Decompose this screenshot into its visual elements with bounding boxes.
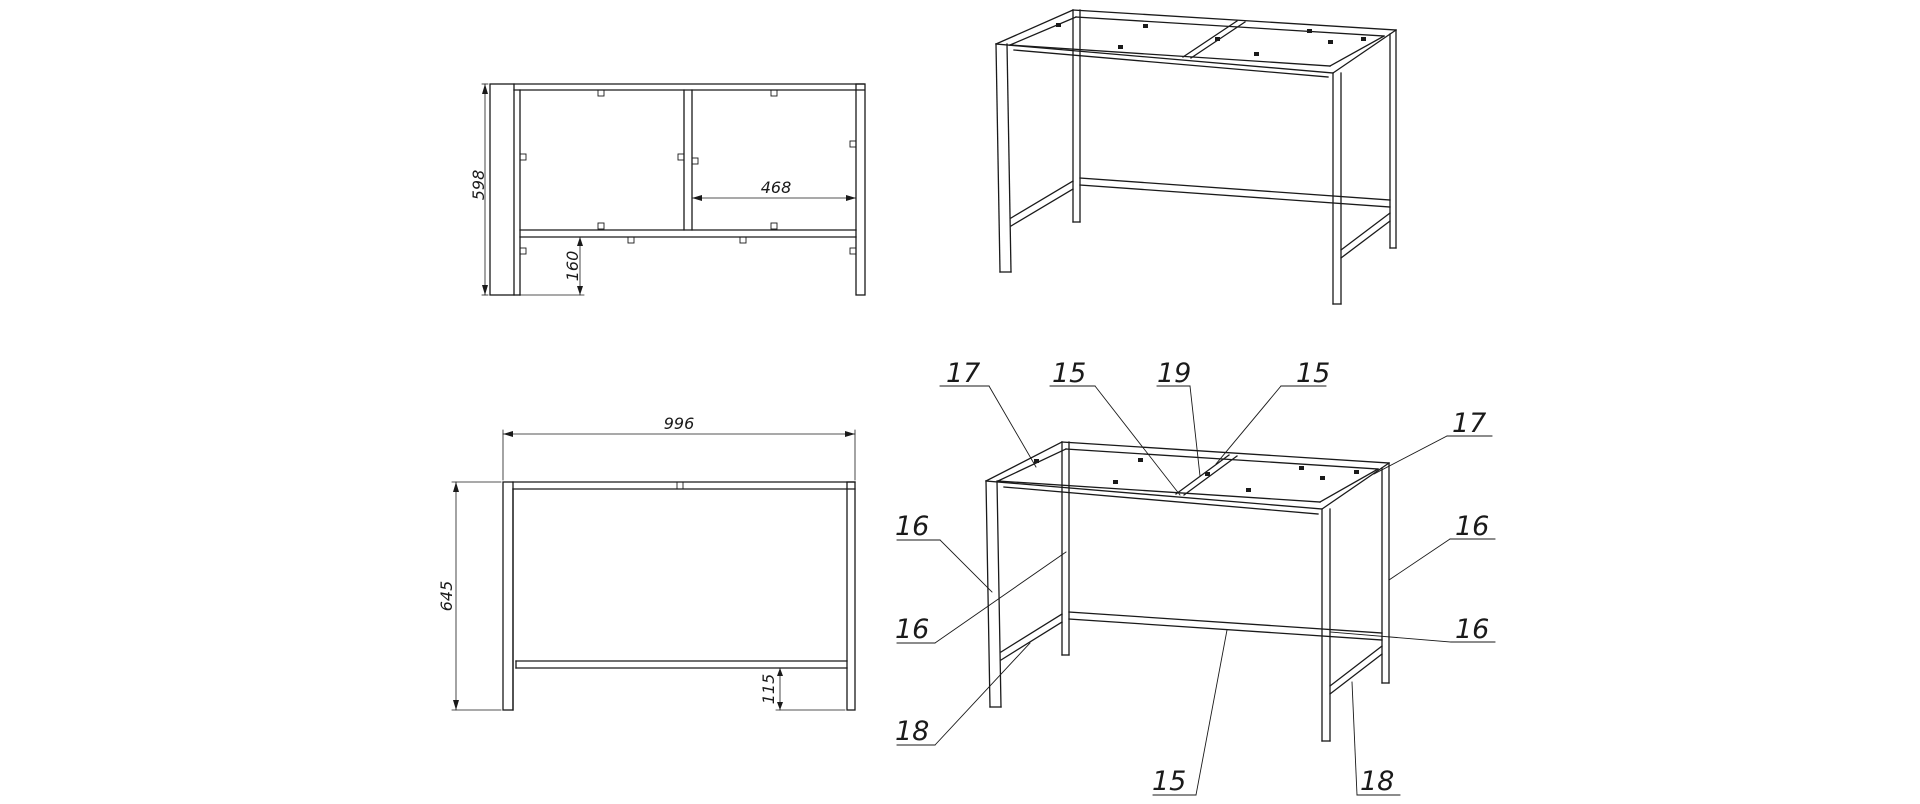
callout-16-upper-left: 16 (895, 511, 929, 542)
dim-160: 160 (563, 251, 582, 282)
isometric-frame-upper (995, 9, 1397, 305)
isometric-frame-callout (896, 385, 1496, 796)
side-view-drawing (481, 83, 866, 296)
callout-15-top-right: 15 (1296, 358, 1330, 389)
dim-996: 996 (664, 414, 695, 433)
front-view-drawing (451, 429, 856, 711)
callout-17-right: 17 (1452, 408, 1486, 439)
callout-16-lower-left: 16 (895, 614, 929, 645)
callout-15-bottom: 15 (1152, 766, 1186, 797)
dim-645: 645 (437, 581, 456, 612)
callout-18-right: 18 (1360, 766, 1394, 797)
dim-115: 115 (759, 674, 778, 705)
callout-17-left: 17 (946, 358, 980, 389)
dim-468: 468 (761, 178, 792, 197)
callout-16-lower-right: 16 (1455, 614, 1489, 645)
callout-15-top-left: 15 (1052, 358, 1086, 389)
callout-16-upper-right: 16 (1455, 511, 1489, 542)
callout-19: 19 (1157, 358, 1191, 389)
callout-18-left: 18 (895, 716, 929, 747)
dim-598: 598 (469, 170, 488, 201)
